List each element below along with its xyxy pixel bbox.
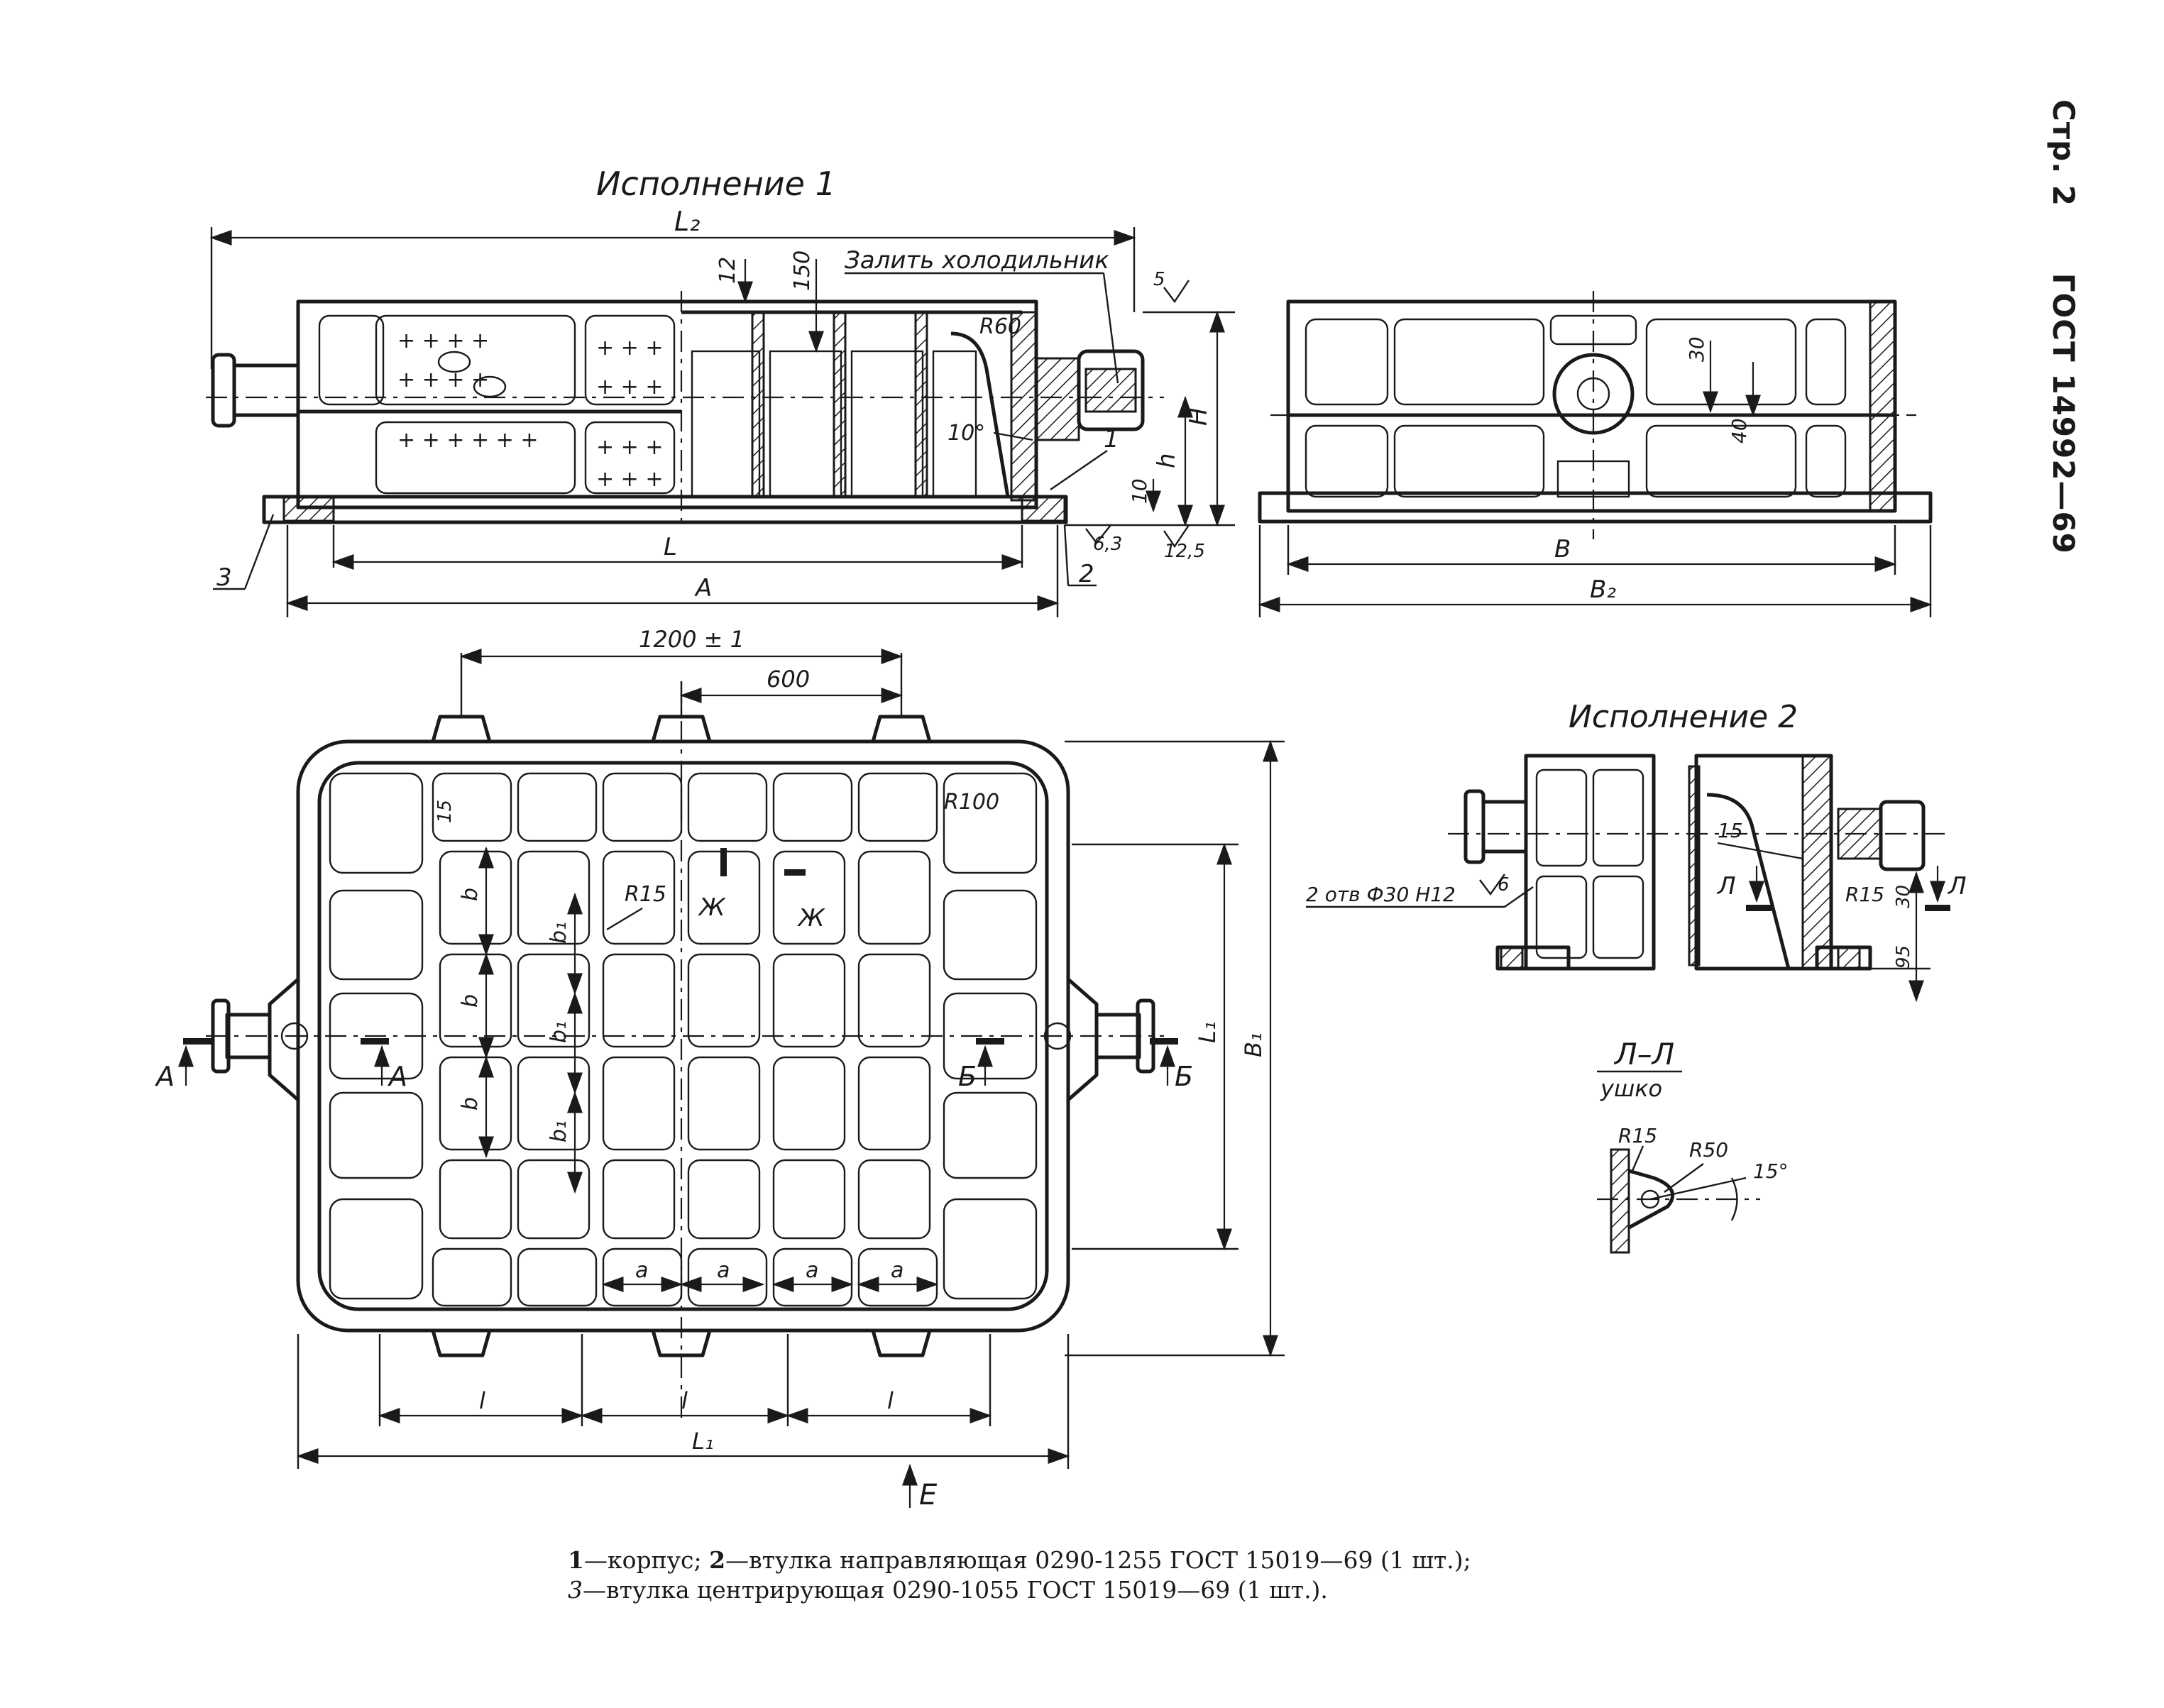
dim-B1: B₁ [1240, 1032, 1267, 1057]
dim-B2: B₂ [1590, 575, 1616, 604]
section-LL: Л–Л ушко R15 R50 15° [1597, 1037, 1789, 1254]
caption-item-1-number: 1 [568, 1546, 584, 1574]
section-Zh-left: Ж [698, 893, 726, 922]
left-cells: + + + + + + + + + + + + + + + + + + + + … [318, 314, 676, 495]
dim-b-2: b [458, 994, 483, 1008]
dim-l-1: l [479, 1387, 485, 1414]
caption-item-2-number: 2 [709, 1546, 726, 1574]
dim-R100: R100 [944, 790, 999, 815]
svg-text:+ + +: + + + [596, 375, 663, 400]
dim-b-3: b [458, 1097, 483, 1111]
section-LL-angle-15: 15° [1753, 1159, 1789, 1183]
dim-l-3: l [887, 1387, 894, 1414]
dim-b-1: b [458, 888, 483, 901]
dim-R60: R60 [979, 314, 1021, 339]
dim-12: 12 [715, 257, 740, 284]
dim-a-3: a [806, 1258, 818, 1283]
section-cells [691, 311, 1038, 502]
standard-number: ГОСТ 14992—69 [2046, 272, 2081, 554]
page-number: Стр. 2 [2046, 99, 2081, 207]
dim-l-2: l [681, 1387, 688, 1414]
dim-a-1: a [635, 1258, 648, 1283]
rough-12-5: 12,5 [1164, 541, 1205, 562]
dim-h: h [1153, 453, 1181, 468]
svg-text:+ + + +: + + + + [397, 368, 489, 392]
view1-title: Исполнение 1 [596, 165, 836, 203]
dim-R15-plan: R15 [625, 882, 666, 907]
dim-b1-2: b₁ [547, 1021, 571, 1043]
section-LL-R15: R15 [1618, 1124, 1657, 1147]
rough-5: 5 [1153, 269, 1165, 290]
view2-dim-95: 95 [1893, 945, 1914, 969]
item-2: 2 [1079, 560, 1094, 588]
dim-600: 600 [767, 666, 810, 693]
dim-30-side: 30 [1685, 336, 1708, 362]
dim-1200: 1200 ± 1 [639, 626, 745, 653]
svg-text:+ + + +: + + + + [397, 329, 489, 353]
dim-L2: L₂ [674, 206, 700, 237]
view-execution-2: Исполнение 2 2 отв Ф30 H12 6 15 R15 Л Л … [1306, 699, 1967, 1003]
section-B-right: Б [1175, 1061, 1193, 1092]
dim-15-plan: 15 [434, 800, 456, 823]
dim-B: B [1554, 535, 1571, 563]
svg-text:+ + +: + + + [596, 336, 663, 360]
dim-angle-10: 10° [948, 421, 985, 446]
dim-A: A [694, 574, 712, 602]
caption-line-1: 1—корпус; 2—втулка направляющая 0290-125… [568, 1546, 1774, 1575]
caption-item-3-text: —втулка центрирующая 0290-1055 ГОСТ 1501… [583, 1576, 1328, 1604]
dim-a-2: a [717, 1258, 730, 1283]
dim-150: 150 [790, 250, 815, 291]
rough-6-3: 6,3 [1093, 534, 1122, 555]
section-A-right: A [387, 1061, 407, 1092]
view-plan: 1200 ± 1 600 R100 R15 15 b b b b₁ b₁ b₁ … [154, 626, 1285, 1511]
view2-sec-L-left: Л [1716, 872, 1736, 900]
caption-item-1-text: —корпус; [583, 1546, 702, 1574]
view2-dim-R15: R15 [1845, 883, 1884, 906]
item-1: 1 [1104, 425, 1119, 453]
dim-b1-1: b₁ [547, 922, 571, 944]
view-E: E [919, 1479, 938, 1511]
svg-text:+ + +: + + + [596, 435, 663, 460]
dim-L1-vertical: L₁ [1194, 1021, 1221, 1043]
figure-caption: 1—корпус; 2—втулка направляющая 0290-125… [568, 1546, 1774, 1605]
dim-a-4: a [891, 1258, 904, 1283]
page-header: Стр. 2 ГОСТ 14992—69 [2010, 99, 2081, 554]
caption-item-2-text: —втулка направляющая 0290-1255 ГОСТ 1501… [725, 1546, 1471, 1574]
svg-text:+ + + + + +: + + + + + + [397, 428, 539, 453]
section-B-left: Б [958, 1061, 977, 1092]
view2-title: Исполнение 2 [1569, 699, 1798, 735]
dim-L: L [664, 533, 677, 561]
view2-rough: 6 [1498, 874, 1510, 896]
dim-H: H [1185, 407, 1213, 426]
plan-grid [329, 772, 1038, 1307]
dim-L1-horizontal: L₁ [692, 1428, 714, 1455]
dim-10: 10 [1128, 478, 1151, 504]
section-Zh-right: Ж [797, 904, 825, 932]
view2-dim-30: 30 [1893, 885, 1914, 908]
item-3: 3 [216, 563, 232, 592]
caption-item-3-number: 3 [568, 1576, 583, 1604]
view-side: 30 40 B B₂ [1258, 291, 1933, 617]
dim-b1-3: b₁ [547, 1120, 571, 1142]
section-A-left: A [154, 1061, 175, 1092]
section-LL-title: Л–Л [1613, 1037, 1674, 1071]
view2-dim-15: 15 [1718, 819, 1743, 842]
section-LL-subtitle: ушко [1600, 1075, 1662, 1102]
dim-40-side: 40 [1728, 418, 1751, 443]
caption-line-2: 3—втулка центрирующая 0290-1055 ГОСТ 150… [568, 1575, 1774, 1605]
svg-text:+ + +: + + + [596, 467, 663, 492]
note-fill-chiller: Залить холодильник [845, 246, 1109, 275]
view2-holes: 2 отв Ф30 H12 [1306, 883, 1456, 906]
section-LL-R50: R50 [1689, 1138, 1728, 1162]
view2-sec-L-right: Л [1947, 872, 1967, 900]
view-execution-1: Исполнение 1 L₂ Залить холодильник [206, 165, 1235, 617]
